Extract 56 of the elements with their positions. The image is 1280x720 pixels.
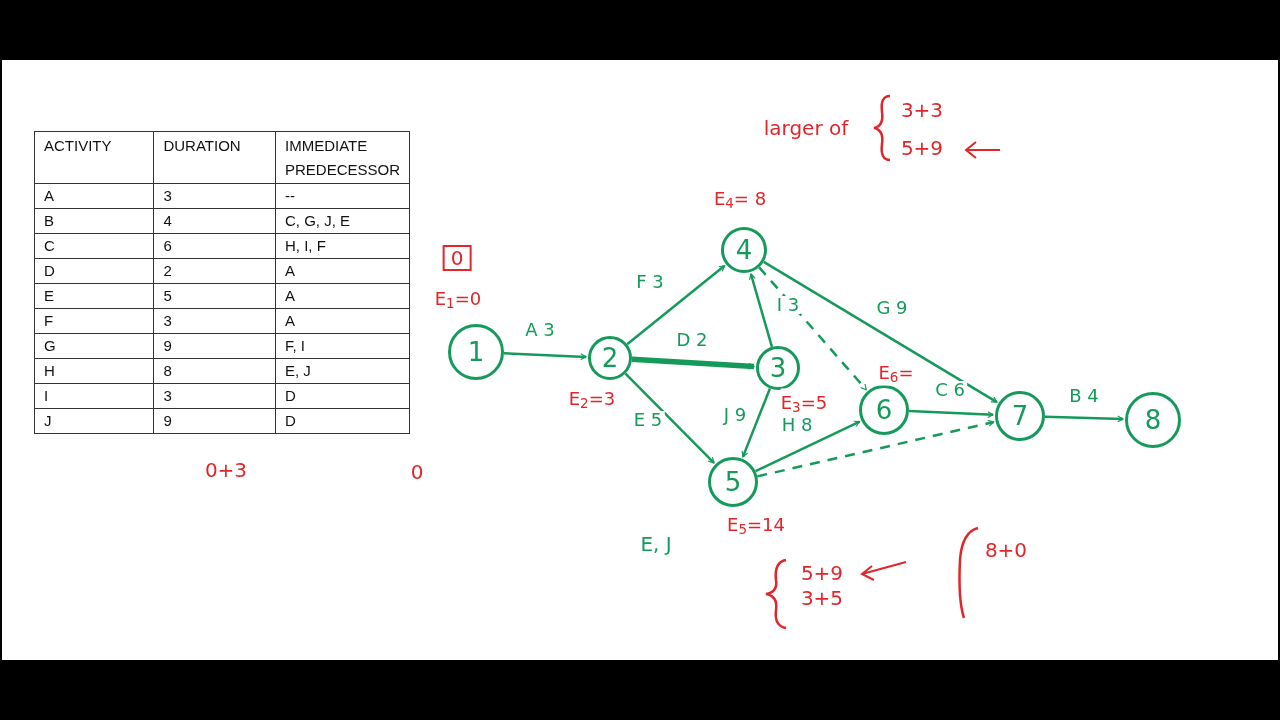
table-cell: H [34,358,154,384]
arrow [757,419,995,478]
header-cell: ACTIVITY [34,131,154,184]
table-cell: A [275,283,410,309]
handwritten-note: E, J [640,531,672,558]
handwritten-note: 0+3 [204,457,248,484]
table-cell: A [34,183,154,209]
edge-label: G 9 [874,299,910,317]
handwritten-note: 3+5 [800,585,844,612]
arrow [624,372,715,464]
arrow [1044,415,1124,423]
table-cell: C, G, J, E [275,208,410,234]
table-cell: 2 [153,258,276,284]
table-cell: 9 [153,408,276,434]
table-cell: 5 [153,283,276,309]
table-cell: A [275,258,410,284]
table-cell: 6 [153,233,276,259]
table-cell: C [34,233,154,259]
table-cell: B [34,208,154,234]
table-cell: I [34,383,154,409]
arrow [749,273,774,348]
table-cell: F, I [275,333,410,359]
table-cell: -- [275,183,410,209]
table-cell: 3 [153,383,276,409]
table-cell: G [34,333,154,359]
table-cell: 9 [153,333,276,359]
header-cell: DURATION [153,131,276,184]
header-cell: IMMEDIATE PREDECESSOR [275,131,410,184]
table-cell: E, J [275,358,410,384]
table-cell: 8 [153,358,276,384]
handwritten-note: 5+9 [800,560,844,587]
arrow [741,388,772,458]
table-cell: 4 [153,208,276,234]
handwritten-note: 5+9 [900,135,944,162]
table-cell: 3 [153,183,276,209]
table-cell: A [275,308,410,334]
table-cell: H, I, F [275,233,410,259]
table-cell: D [275,408,410,434]
table-cell: E [34,283,154,309]
edge-label: A 3 [523,321,557,339]
edge-label: C 6 [933,381,967,399]
handwritten-note: larger of [763,115,849,142]
arrow [503,352,587,361]
arrow [631,356,755,370]
arrow [758,266,868,391]
table-cell: D [34,258,154,284]
table-cell: 3 [153,308,276,334]
table-cell: F [34,308,154,334]
arrow [908,409,994,419]
handwritten-note: 3+3 [900,97,944,124]
handwritten-note: 8+0 [984,537,1028,564]
boxed-number: 0 [442,245,472,271]
handwritten-note: 0 [410,459,424,486]
table-cell: J [34,408,154,434]
table-cell: D [275,383,410,409]
arrow [626,264,726,346]
